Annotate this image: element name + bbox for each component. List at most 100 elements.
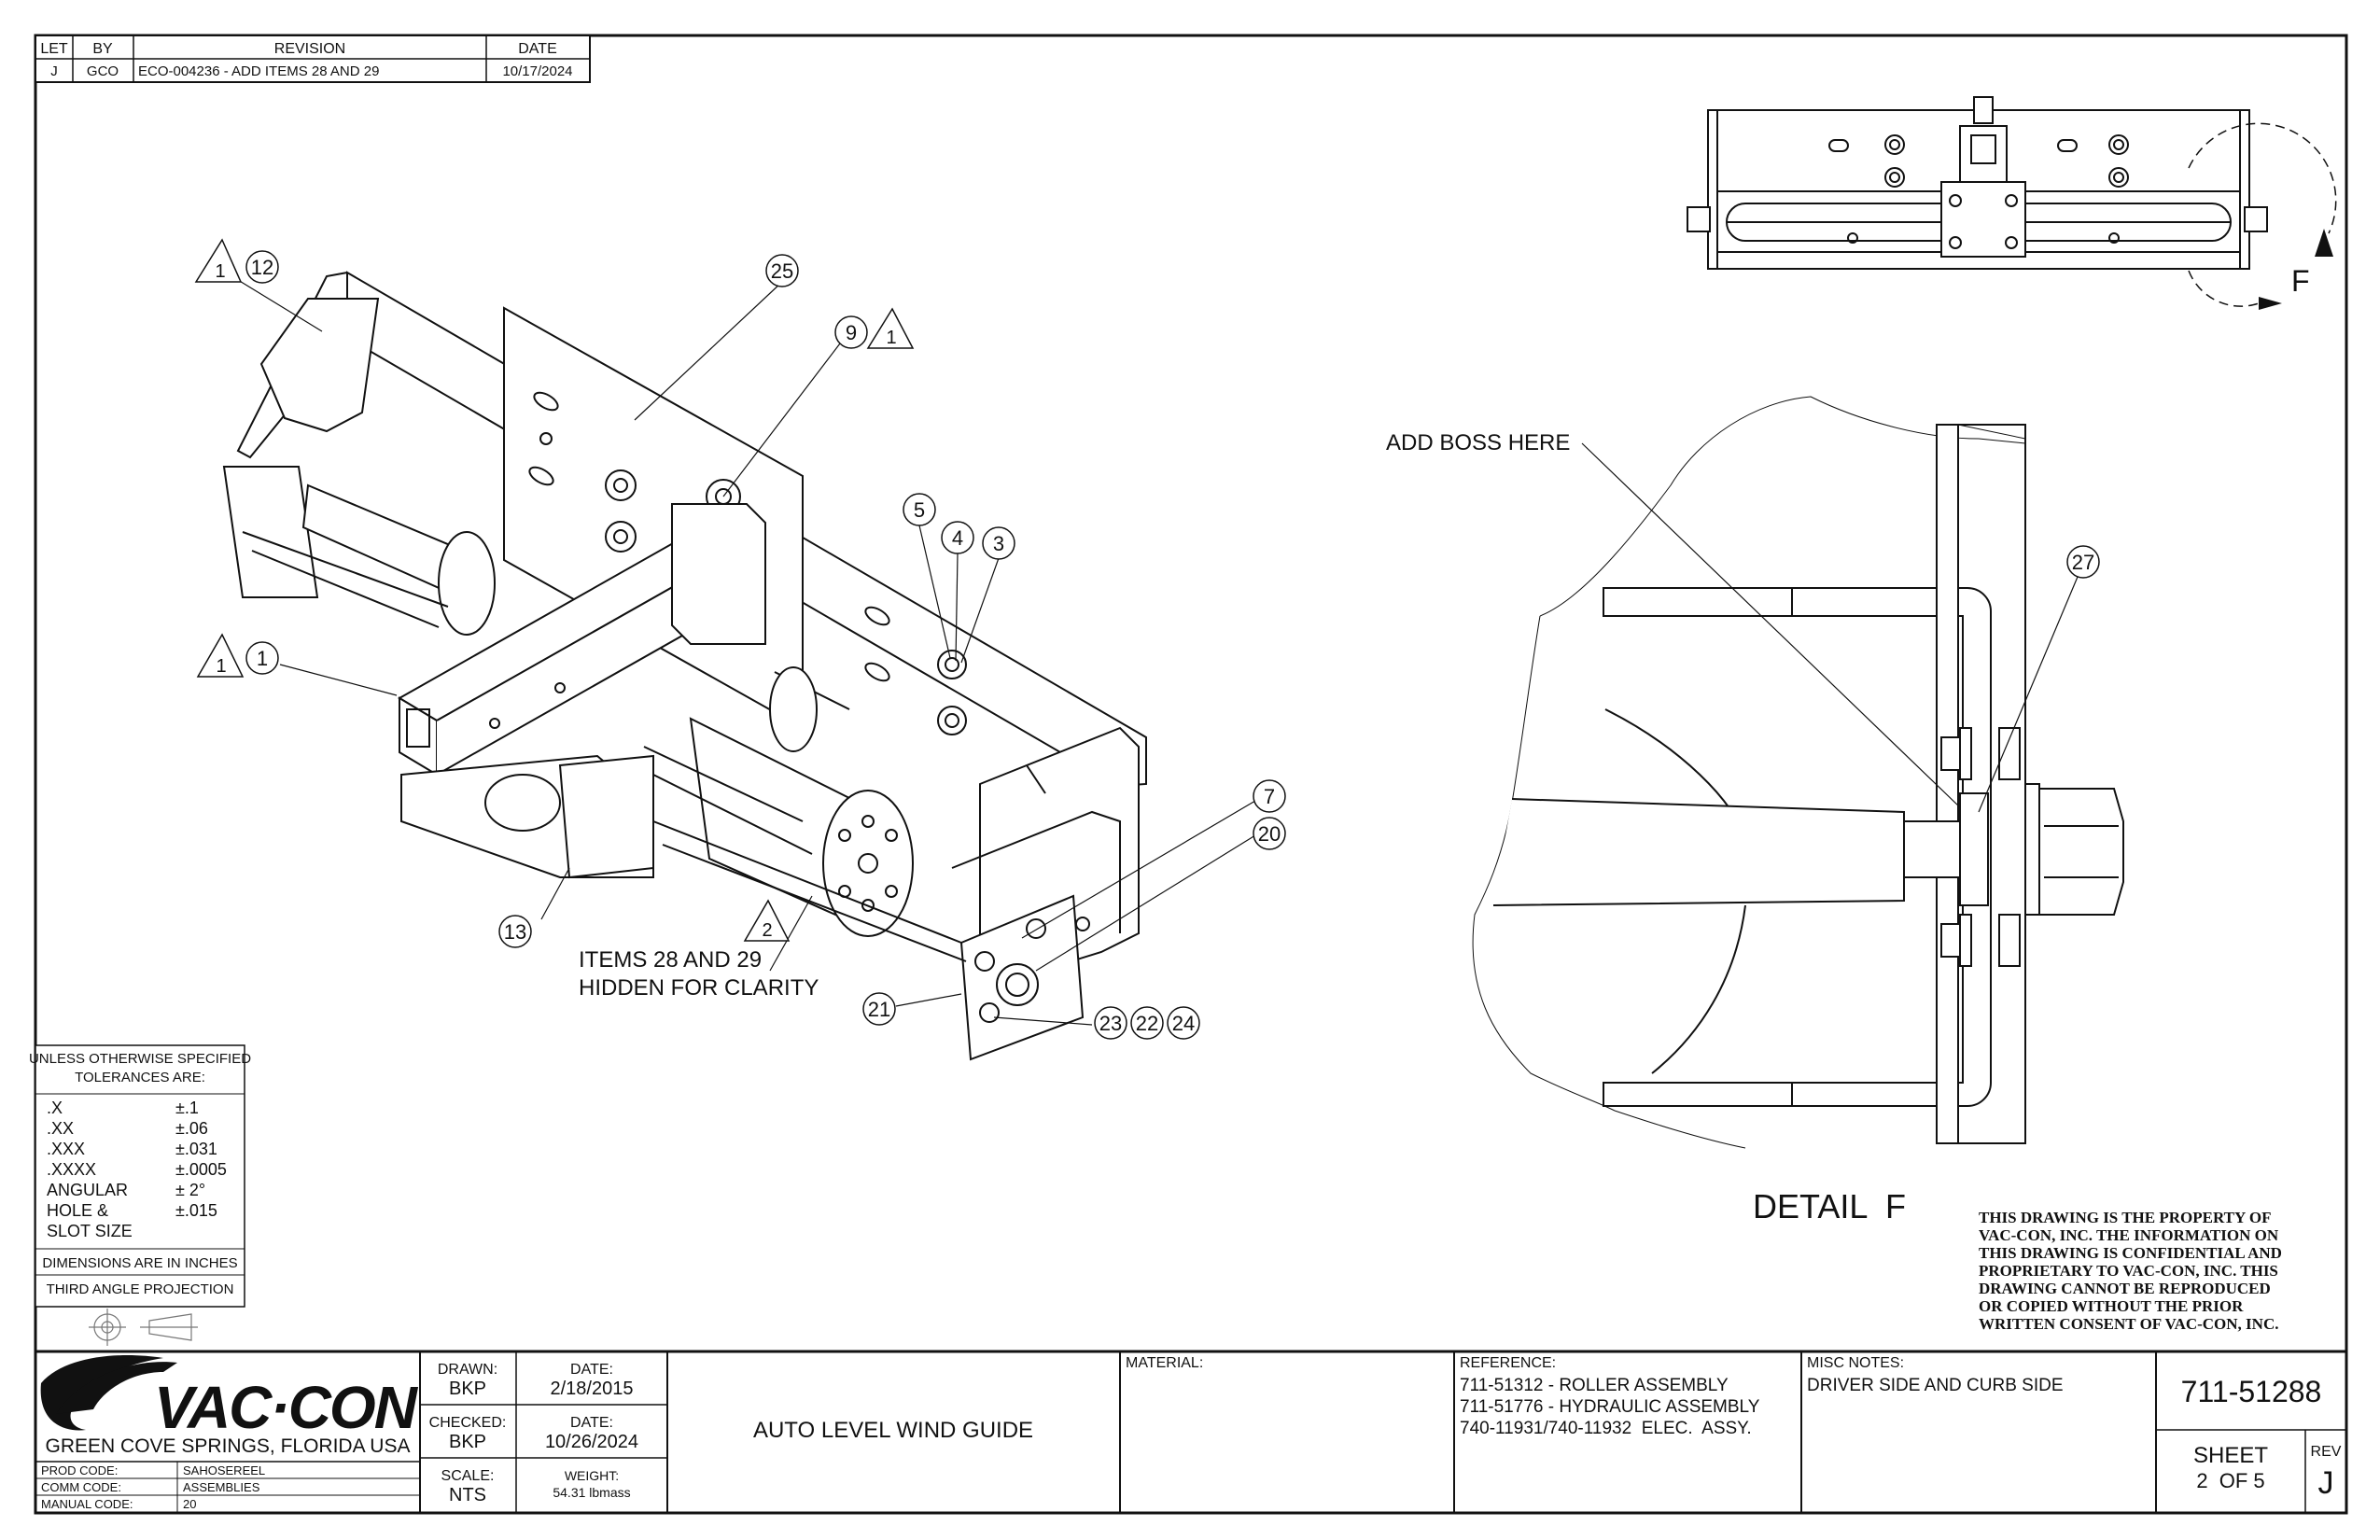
reference-label: REFERENCE: <box>1460 1355 1556 1371</box>
svg-text:4: 4 <box>952 526 963 550</box>
svg-text:2: 2 <box>762 920 772 941</box>
tol-label-xxxx: .XXXX <box>47 1160 96 1179</box>
tol-value-angular: ± 2° <box>175 1181 205 1199</box>
tol-label-xxx: .XXX <box>47 1140 85 1158</box>
svg-text:25: 25 <box>771 259 793 283</box>
vac-con-logo: VAC·CON <box>40 1355 421 1441</box>
tol-value-hole: ±.015 <box>175 1201 217 1220</box>
balloon-9: 9 <box>834 315 868 349</box>
balloon-22: 22 <box>1130 1006 1164 1040</box>
svg-text:20: 20 <box>1258 822 1281 846</box>
comm-code-label: COMM CODE: <box>41 1480 121 1494</box>
tol-label-angular: ANGULAR <box>47 1181 128 1199</box>
note-hidden-items-line2: HIDDEN FOR CLARITY <box>579 975 819 1001</box>
weight-value: 54.31 lbmass <box>553 1485 630 1500</box>
weight-label: WEIGHT: <box>565 1468 619 1483</box>
rev-header-by: BY <box>92 41 113 57</box>
tol-label-slot: SLOT SIZE <box>47 1222 133 1240</box>
balloon-27-leader <box>1978 576 2079 813</box>
tolerance-projection: THIRD ANGLE PROJECTION <box>47 1281 234 1297</box>
tol-label-x: .X <box>47 1099 63 1117</box>
balloon-7: 7 <box>1253 779 1286 813</box>
drawn-date: 2/18/2015 <box>551 1379 634 1399</box>
misc-notes: DRIVER SIDE AND CURB SIDE <box>1807 1376 2064 1395</box>
rev-row-by: GCO <box>87 63 119 79</box>
balloon-23: 23 <box>1094 1006 1127 1040</box>
svg-text:7: 7 <box>1264 785 1275 808</box>
balloon-3: 3 <box>982 526 1015 560</box>
balloon-13: 13 <box>498 915 532 948</box>
view-arrow-f: F <box>2188 122 2337 310</box>
callout-balloons: 12 25 9 5 4 3 1 7 20 13 21 23 22 24 27 <box>245 250 2100 1040</box>
balloon-27: 27 <box>2066 545 2100 579</box>
reference-1: 711-51312 - ROLLER ASSEMBLY <box>1460 1376 1729 1395</box>
svg-text:PROPRIETARY TO VAC-CON, INC.: PROPRIETARY TO VAC-CON, INC. THIS <box>1979 1262 2278 1280</box>
part-number: 711-51288 <box>2181 1375 2322 1408</box>
tol-label-xx: .XX <box>47 1119 74 1138</box>
projection-symbol-icon <box>89 1309 198 1346</box>
svg-text:22: 22 <box>1136 1012 1158 1035</box>
material-label: MATERIAL: <box>1126 1355 1203 1371</box>
svg-text:1: 1 <box>257 647 268 670</box>
tolerance-block: UNLESS OTHERWISE SPECIFIED TOLERANCES AR… <box>29 1044 251 1346</box>
prod-code-value: SAHOSEREEL <box>183 1463 265 1477</box>
balloon-21: 21 <box>862 992 896 1026</box>
drawn-by: BKP <box>449 1379 486 1399</box>
svg-text:23: 23 <box>1099 1012 1122 1035</box>
svg-text:12: 12 <box>251 256 273 279</box>
balloon-5: 5 <box>903 493 936 526</box>
rev-flag-1-mid: 1 <box>866 307 915 349</box>
rev-row-date: 10/17/2024 <box>502 63 572 79</box>
svg-text:24: 24 <box>1172 1012 1195 1035</box>
rev-row-revision: ECO-004236 - ADD ITEMS 28 AND 29 <box>138 63 379 79</box>
sheet-value: 2 OF 5 <box>2196 1469 2264 1492</box>
add-boss-leader <box>1581 442 1961 808</box>
tol-label-hole: HOLE & <box>47 1201 108 1220</box>
detail-f-title: DETAIL F <box>1753 1187 1906 1225</box>
tol-value-xx: ±.06 <box>175 1119 208 1138</box>
reference-3: 740-11931/740-11932 ELEC. ASSY. <box>1460 1419 1752 1438</box>
tolerance-units: DIMENSIONS ARE IN INCHES <box>42 1255 237 1271</box>
rev-label: REV <box>2311 1444 2342 1460</box>
checked-date-label: DATE: <box>570 1415 613 1431</box>
balloon-1: 1 <box>245 641 279 675</box>
sheet-label: SHEET <box>2193 1443 2268 1468</box>
rev-flag-2: 2 <box>743 899 791 942</box>
scale-value: NTS <box>449 1485 486 1505</box>
rev-flag-1-top: 1 <box>194 238 243 283</box>
svg-text:27: 27 <box>2072 551 2094 574</box>
svg-text:DRAWING CANNOT BE REPRODUCED: DRAWING CANNOT BE REPRODUCED <box>1979 1280 2271 1297</box>
tol-value-xxxx: ±.0005 <box>175 1160 227 1179</box>
tolerance-heading-1: UNLESS OTHERWISE SPECIFIED <box>29 1051 251 1067</box>
proprietary-notice: THIS DRAWING IS THE PROPERTY OF VAC-CON,… <box>1979 1209 2282 1333</box>
balloon-12: 12 <box>245 250 279 284</box>
svg-text:5: 5 <box>914 498 925 522</box>
rev-row-let: J <box>50 63 58 79</box>
drawn-label: DRAWN: <box>438 1362 497 1378</box>
svg-text:21: 21 <box>868 998 890 1021</box>
scale-label: SCALE: <box>441 1468 495 1484</box>
svg-text:THIS DRAWING IS THE PROPERTY O: THIS DRAWING IS THE PROPERTY OF <box>1979 1209 2272 1226</box>
rev-header-date: DATE <box>518 41 556 57</box>
drawn-date-label: DATE: <box>570 1362 613 1378</box>
tol-value-xxx: ±.031 <box>175 1140 217 1158</box>
detail-f-view <box>1472 396 2124 1149</box>
manual-code-label: MANUAL CODE: <box>41 1497 133 1511</box>
balloon-24: 24 <box>1167 1006 1200 1040</box>
checked-label: CHECKED: <box>429 1415 507 1431</box>
revision-block: LET BY REVISION DATE J GCO ECO-004236 - … <box>35 35 591 83</box>
prod-code-label: PROD CODE: <box>41 1463 118 1477</box>
svg-text:3: 3 <box>993 532 1004 555</box>
svg-text:WRITTEN CONSENT OF VAC-CON, IN: WRITTEN CONSENT OF VAC-CON, INC. <box>1979 1315 2278 1333</box>
balloon-25: 25 <box>765 254 799 287</box>
isometric-assembly-view <box>222 271 1147 1061</box>
title-block: VAC·CON GREEN COVE SPRINGS, FLORIDA USA … <box>34 1350 2348 1515</box>
reference-2: 711-51776 - HYDRAULIC ASSEMBLY <box>1460 1397 1760 1417</box>
svg-text:9: 9 <box>846 321 857 344</box>
tol-value-x: ±.1 <box>175 1099 199 1117</box>
add-boss-note: ADD BOSS HERE <box>1386 430 1570 455</box>
view-letter: F <box>2291 264 2310 298</box>
company-location: GREEN COVE SPRINGS, FLORIDA USA <box>46 1435 411 1457</box>
checked-by: BKP <box>449 1432 486 1452</box>
top-view <box>1687 96 2268 270</box>
